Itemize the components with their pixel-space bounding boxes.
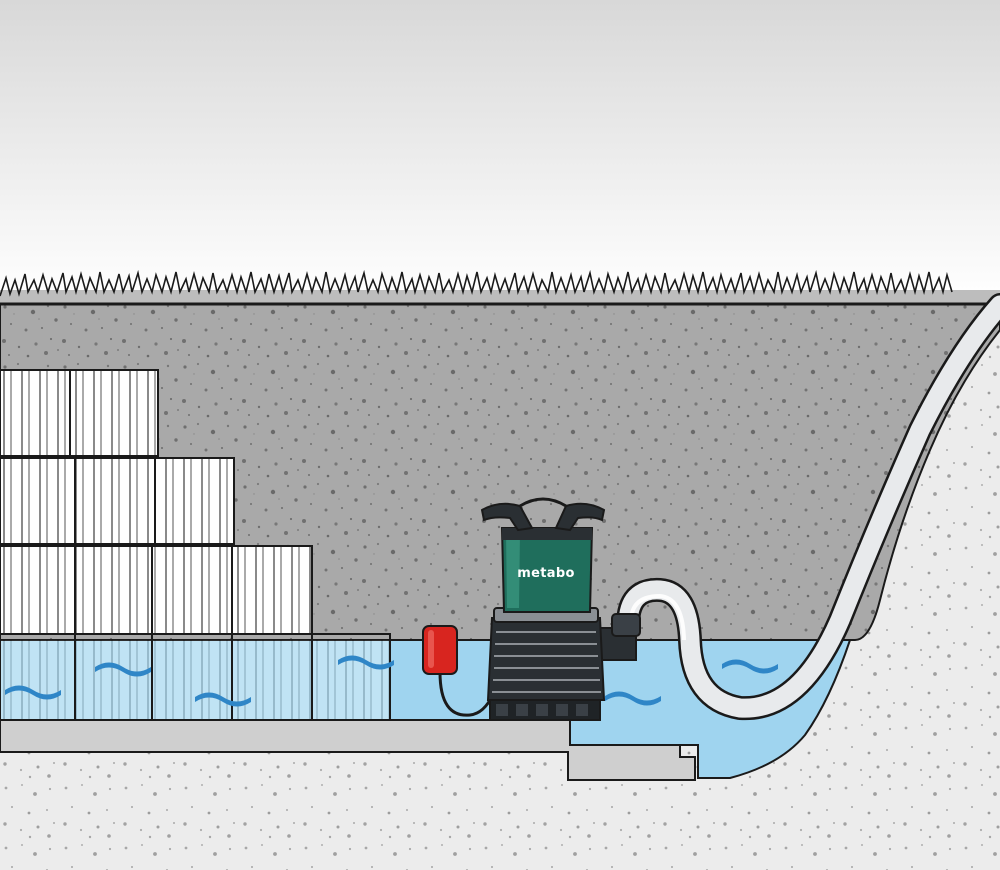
sky-background [0, 0, 1000, 300]
discharge-hose-icon [616, 293, 1000, 721]
grass-line-icon [0, 269, 1000, 306]
submersible-pump-icon: metabo [480, 497, 641, 721]
pump-brand-label: metabo [517, 566, 574, 581]
cellar-floor [0, 719, 696, 781]
water-waves-icon [5, 655, 778, 707]
float-switch-icon [422, 625, 458, 675]
stacked-boxes-icon [0, 369, 391, 721]
